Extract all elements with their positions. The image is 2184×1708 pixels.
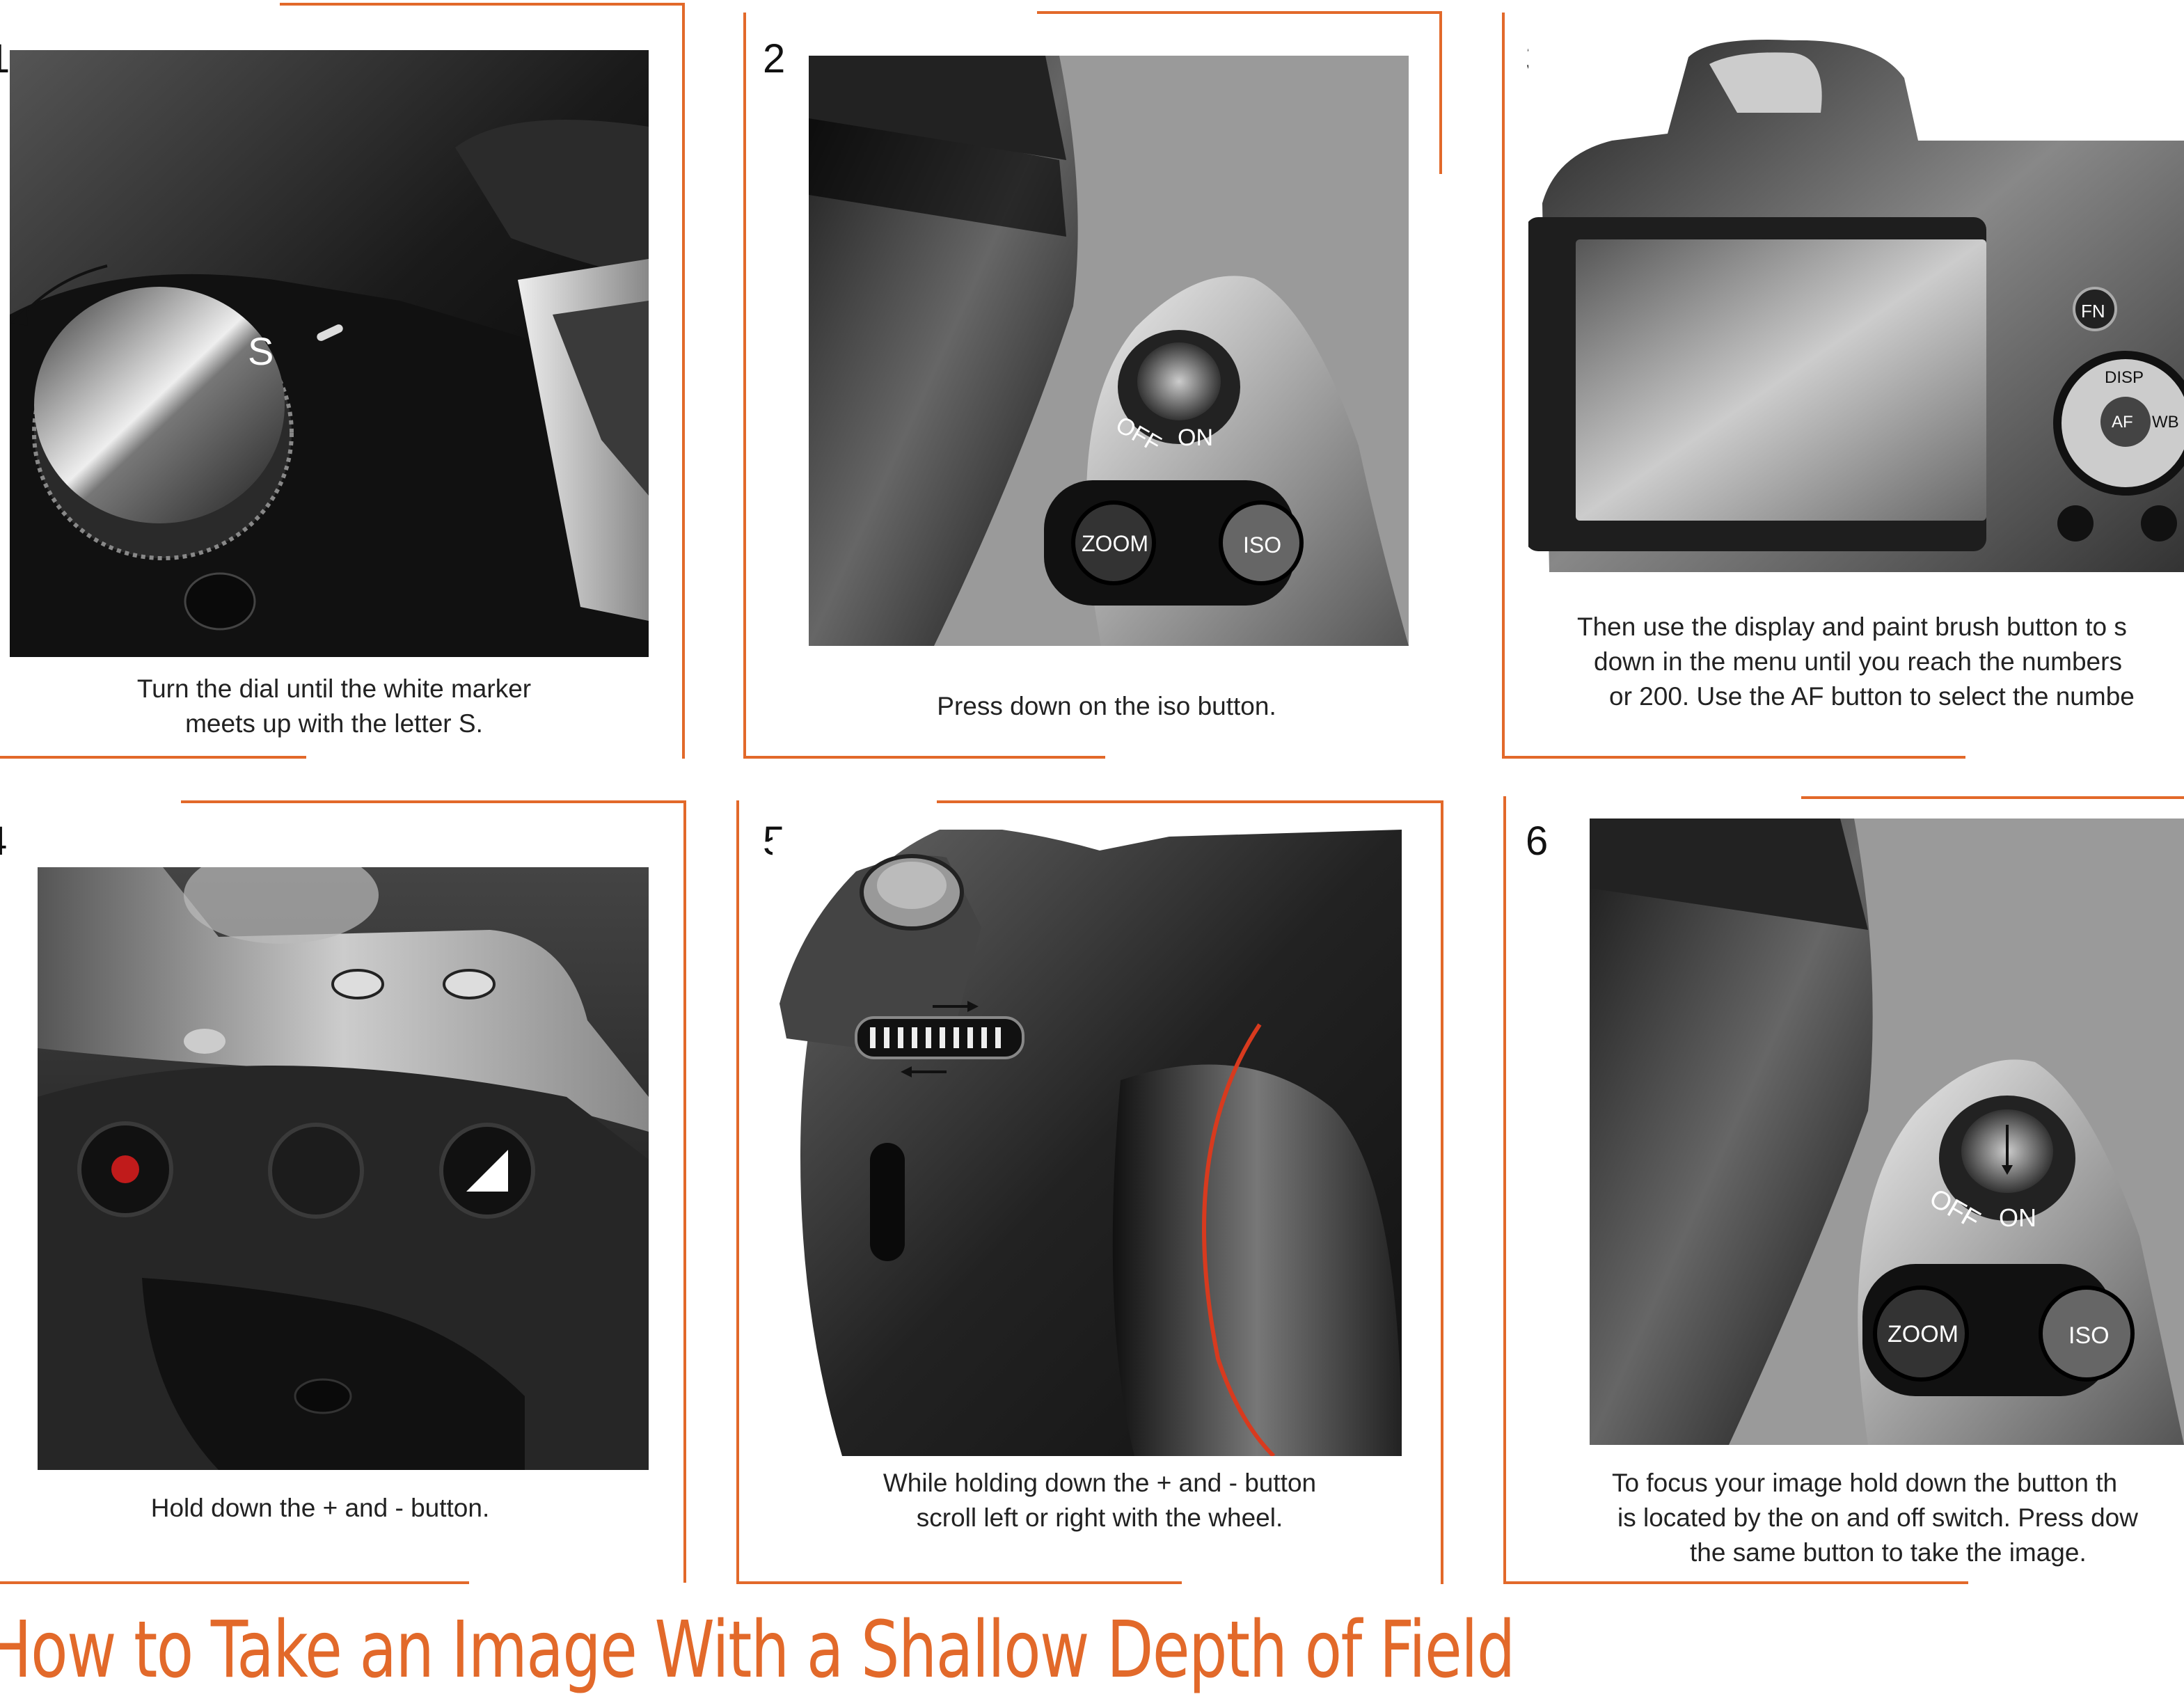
step-caption: Hold down the + and - button. [150,1494,490,1522]
iso-label: ISO [2068,1322,2110,1349]
step-number: 6 [1526,819,1549,864]
frame-line [0,1581,469,1584]
frame-line [1439,11,1442,174]
step-caption: Press down on the iso button. [937,692,1276,720]
mode-dial-icon: S [10,50,649,657]
on-label: ON [1178,425,1213,451]
zoom-label: ZOOM [1888,1321,1959,1347]
frame-line [683,800,686,1583]
page-title: How to Take an Image With a Shallow Dept… [0,1605,1515,1695]
camera-back-icon: FN AF DISP WB [1528,36,2184,579]
step-number: 4 [0,821,7,862]
frame-line [743,756,1105,759]
step-number: 2 [763,36,786,81]
disp-label: DISP [2105,368,2144,387]
frame-line [1441,800,1443,1584]
wb-label: WB [2152,413,2179,432]
iso-button-icon: OFF ON ZOOM ISO [809,56,1409,646]
frame-line [1503,796,1506,1584]
frame-line [1502,756,1965,759]
frame-line [280,3,685,6]
dial-letter: S [248,329,274,373]
frame-line [743,13,746,759]
frame-line [736,800,739,1584]
on-label: ON [1999,1203,2036,1232]
shutter-button-icon: OFF ON ZOOM ISO [1590,819,2184,1445]
frame-line [937,800,1443,803]
zoom-label: ZOOM [1082,531,1148,556]
step-caption: Then use the display and paint brush but… [1577,612,2135,711]
frame-line [682,3,685,759]
frame-line [0,756,306,759]
frame-line [1801,796,2184,799]
step-number: 1 [0,39,10,79]
frame-line [181,800,686,803]
frame-line [1037,11,1442,14]
frame-line [1502,13,1505,759]
fn-label: FN [2081,301,2105,322]
exposure-button-icon [38,867,649,1470]
frame-line [736,1581,1182,1584]
step-caption: To focus your image hold down the button… [1612,1469,2138,1567]
scroll-wheel-icon [773,830,1402,1456]
af-label: AF [2112,413,2133,432]
frame-line [1503,1581,1968,1584]
iso-label: ISO [1243,532,1281,558]
